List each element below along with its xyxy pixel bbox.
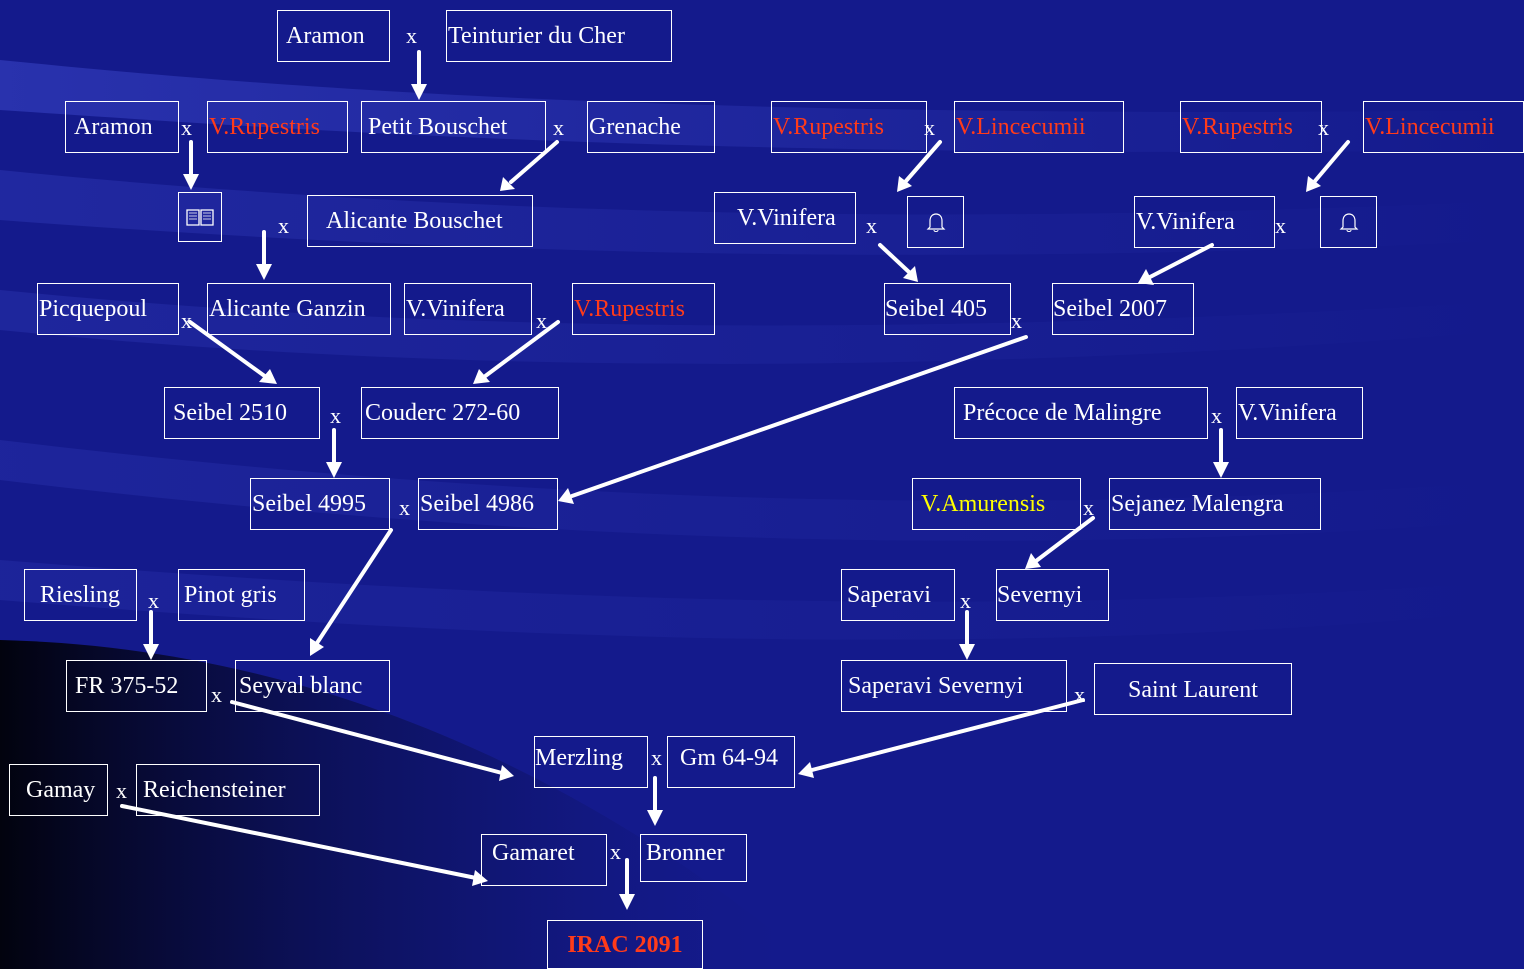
variety-fr-375-52: FR 375-52 — [66, 660, 207, 712]
variety-grenache: Grenache — [587, 101, 715, 153]
variety-pinot-gris: Pinot gris — [178, 569, 305, 621]
variety-v-vinifera-4: V.Vinifera — [1236, 387, 1363, 439]
variety-teinturier-du-cher: Teinturier du Cher — [446, 10, 672, 62]
bell-icon — [1339, 213, 1358, 232]
variety-reichensteiner: Reichensteiner — [136, 764, 320, 816]
variety-bronner: Bronner — [640, 834, 747, 882]
variety-seibel-2007: Seibel 2007 — [1052, 283, 1194, 335]
cross-symbol: x — [211, 682, 222, 707]
variety-saperavi-severnyi: Saperavi Severnyi — [841, 660, 1067, 712]
unnamed-bell-box-2 — [1320, 196, 1377, 248]
variety-saperavi: Saperavi — [841, 569, 955, 621]
variety-seibel-2510: Seibel 2510 — [164, 387, 320, 439]
cross-symbol: x — [330, 403, 341, 428]
variety-v-amurensis: V.Amurensis — [912, 478, 1081, 530]
cross-symbol: x — [406, 23, 417, 48]
variety-precoce-de-malingre: Précoce de Malingre — [954, 387, 1208, 439]
cross-symbol: x — [181, 115, 192, 140]
cross-symbol: x — [924, 115, 935, 140]
unnamed-book-box — [178, 192, 222, 242]
cross-symbol: x — [651, 745, 662, 770]
variety-gamaret: Gamaret — [481, 834, 607, 886]
cross-symbol: x — [960, 588, 971, 613]
variety-v-vinifera-3: V.Vinifera — [404, 283, 532, 335]
unnamed-bell-box-1 — [907, 196, 964, 248]
variety-couderc-272-60: Couderc 272-60 — [361, 387, 559, 439]
variety-picquepoul: Picquepoul — [37, 283, 179, 335]
variety-sejanez-malengra: Sejanez Malengra — [1109, 478, 1321, 530]
cross-symbol: x — [1275, 213, 1286, 238]
variety-aramon-top: Aramon — [277, 10, 390, 62]
cross-symbol: x — [1318, 115, 1329, 140]
variety-seibel-4986: Seibel 4986 — [418, 478, 558, 530]
cross-symbol: x — [148, 588, 159, 613]
variety-v-lincecumii-2: V.Lincecumii — [1363, 101, 1524, 153]
variety-seyval-blanc: Seyval blanc — [235, 660, 390, 712]
cross-symbol: x — [553, 115, 564, 140]
cross-symbol: x — [1074, 682, 1085, 707]
variety-irac-2091: IRAC 2091 — [547, 920, 703, 969]
variety-gm-64-94: Gm 64-94 — [667, 736, 795, 788]
variety-seibel-4995: Seibel 4995 — [250, 478, 390, 530]
cross-symbol: x — [1083, 495, 1094, 520]
variety-riesling: Riesling — [24, 569, 137, 621]
variety-severnyi: Severnyi — [996, 569, 1109, 621]
variety-v-rupestris-2: V.Rupestris — [771, 101, 927, 153]
cross-symbol: x — [1211, 403, 1222, 428]
variety-petit-bouschet: Petit Bouschet — [361, 101, 546, 153]
cross-symbol: x — [866, 213, 877, 238]
variety-v-rupestris-4: V.Rupestris — [572, 283, 715, 335]
cross-symbol: x — [610, 839, 621, 864]
variety-v-rupestris-1: V.Rupestris — [207, 101, 348, 153]
book-icon — [186, 209, 214, 226]
variety-alicante-bouschet: Alicante Bouschet — [307, 195, 533, 247]
variety-aramon-left: Aramon — [65, 101, 179, 153]
variety-merzling: Merzling — [534, 736, 648, 788]
variety-gamay: Gamay — [9, 764, 108, 816]
variety-v-rupestris-3: V.Rupestris — [1180, 101, 1322, 153]
variety-v-vinifera-1: V.Vinifera — [714, 192, 856, 244]
cross-symbol: x — [399, 495, 410, 520]
cross-symbol: x — [181, 308, 192, 333]
bell-icon — [926, 213, 945, 232]
variety-saint-laurent: Saint Laurent — [1094, 663, 1292, 715]
variety-v-lincecumii-1: V.Lincecumii — [954, 101, 1124, 153]
variety-seibel-405: Seibel 405 — [884, 283, 1011, 335]
cross-symbol: x — [116, 778, 127, 803]
cross-symbol: x — [278, 213, 289, 238]
cross-symbol: x — [1011, 308, 1022, 333]
variety-v-vinifera-2: V.Vinifera — [1134, 196, 1275, 248]
variety-alicante-ganzin: Alicante Ganzin — [207, 283, 391, 335]
cross-symbol: x — [536, 308, 547, 333]
